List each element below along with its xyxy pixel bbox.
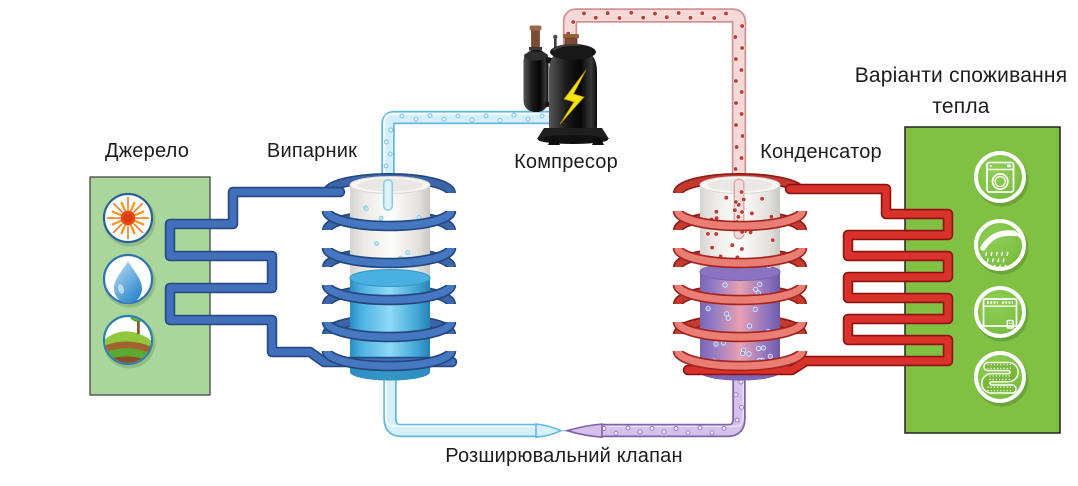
expansion-valve bbox=[535, 423, 603, 439]
evaporator-coil-front bbox=[321, 209, 457, 372]
consumption-title-line1: Варіанти споживання bbox=[854, 64, 1068, 87]
consumption-title-line2: тепла bbox=[932, 95, 990, 118]
heated-floor-icon bbox=[974, 351, 1029, 407]
liquid-line-bubbles bbox=[601, 379, 744, 436]
hot-gas-bubbles bbox=[565, 10, 746, 183]
sun-rays bbox=[106, 196, 150, 240]
heating-coil bbox=[682, 183, 954, 376]
shower-icon bbox=[974, 219, 1029, 275]
compressor bbox=[523, 25, 609, 145]
source-label: Джерело bbox=[104, 140, 190, 162]
ground-heat-icon bbox=[102, 314, 156, 369]
source-coil bbox=[164, 186, 458, 368]
shower-spray-dots bbox=[985, 251, 1009, 269]
compressor-accumulator bbox=[523, 50, 549, 112]
washing-machine-icon bbox=[974, 151, 1029, 207]
lightning-icon bbox=[559, 69, 587, 125]
evaporator bbox=[349, 176, 431, 381]
sun-icon bbox=[102, 192, 156, 247]
expansion-valve-label: Розширювальний клапан bbox=[445, 445, 683, 467]
liquid-line-pipe bbox=[601, 374, 746, 438]
water-drop-icon bbox=[102, 253, 156, 308]
heated-floor-dots bbox=[987, 364, 1012, 392]
radiator-icon bbox=[974, 286, 1029, 342]
condenser bbox=[699, 176, 781, 381]
suction-pipe bbox=[381, 110, 557, 191]
consumption-title: Варіанти споживання тепла bbox=[848, 60, 1074, 122]
compressor-label: Компресор bbox=[514, 151, 618, 173]
condenser-label: Конденсатор bbox=[760, 141, 882, 163]
evaporator-label: Випарник bbox=[266, 140, 358, 162]
discharge-pipe bbox=[562, 8, 747, 194]
expansion-valve-outlet bbox=[564, 423, 603, 439]
condenser-coil-front bbox=[672, 209, 808, 372]
expansion-valve-inlet bbox=[535, 423, 563, 439]
evaporator-outlet-pipe bbox=[383, 374, 537, 438]
